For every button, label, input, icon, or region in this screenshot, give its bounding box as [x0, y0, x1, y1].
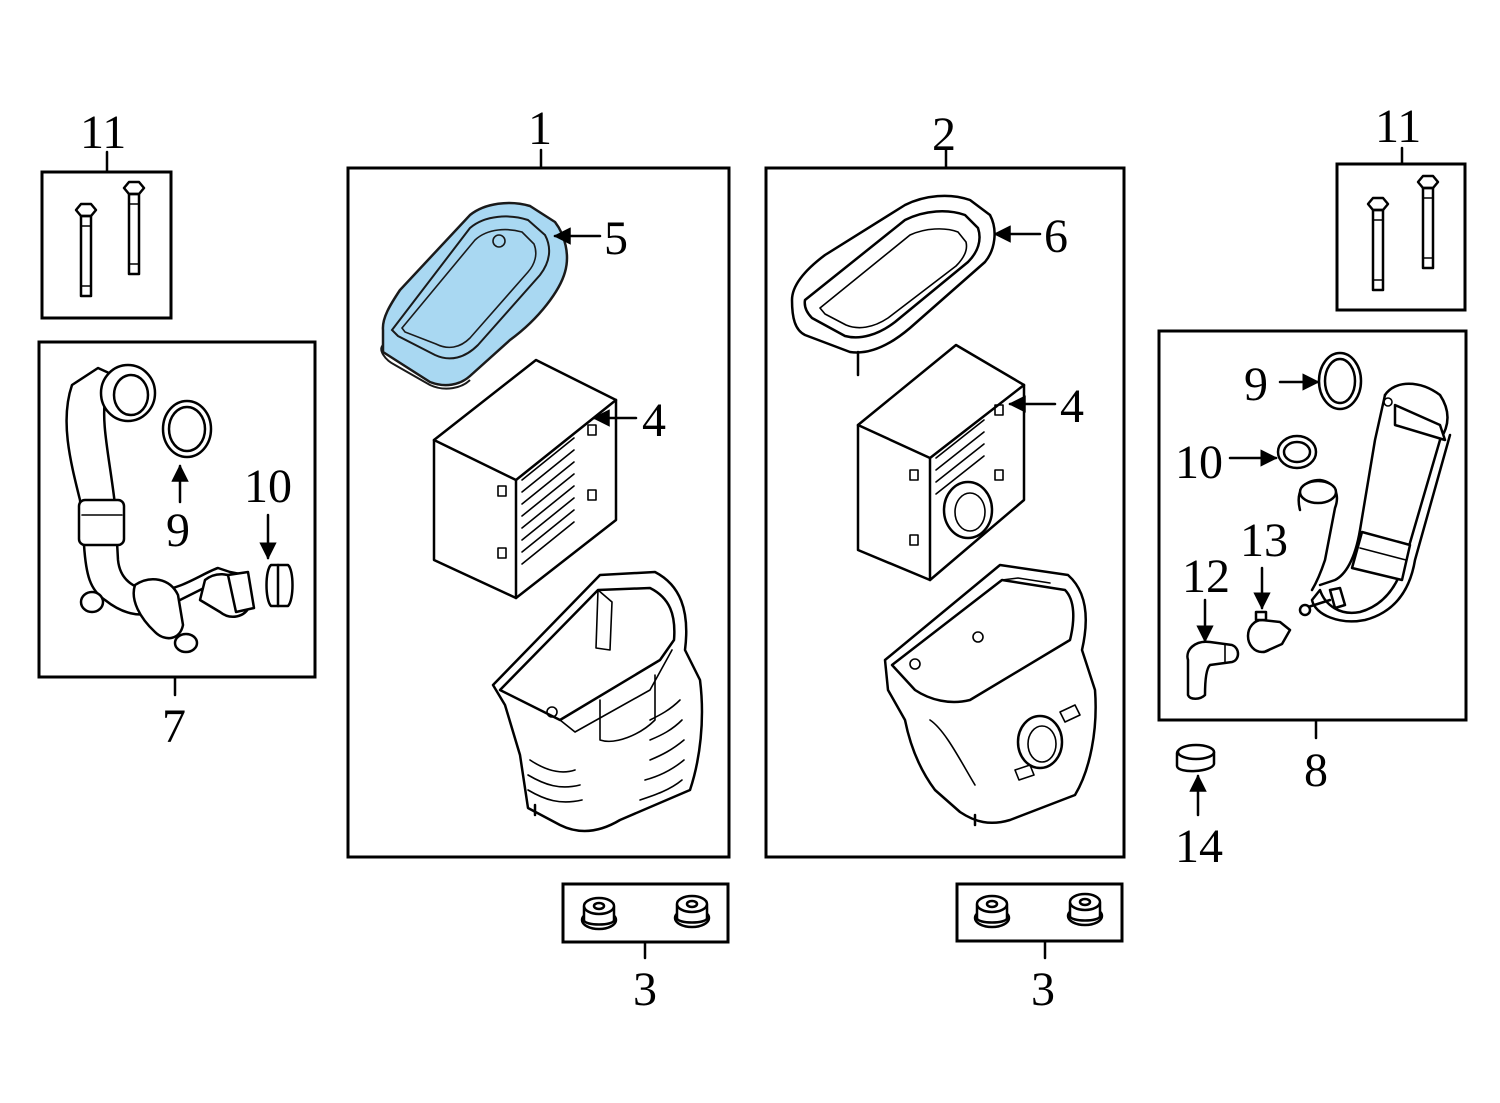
bolt-icon — [74, 202, 98, 298]
callout-4-left: 4 — [642, 394, 666, 447]
bolt-kit-right[interactable] — [1335, 146, 1467, 312]
air-cleaner-assembly-right[interactable] — [764, 148, 1126, 859]
callout-12: 12 — [1182, 550, 1230, 603]
clamp-icon — [265, 563, 294, 608]
intake-duct-kit-left[interactable] — [37, 340, 317, 697]
air-cleaner-housing-icon — [883, 563, 1097, 827]
grommet-kit-left[interactable] — [561, 882, 730, 960]
air-cleaner-cover-highlighted-icon — [380, 201, 569, 390]
callout-11-right: 11 — [1375, 100, 1421, 153]
air-cleaner-assembly-left[interactable] — [346, 148, 731, 859]
callout-3-right: 3 — [1031, 963, 1055, 1016]
air-filter-element-icon — [432, 358, 618, 600]
callout-5: 5 — [604, 212, 628, 265]
seal-ring-icon — [161, 399, 213, 459]
callout-10-left: 10 — [244, 460, 292, 513]
callout-2: 2 — [932, 108, 956, 161]
grommet-icon — [973, 894, 1011, 929]
intake-duct-icon — [1297, 382, 1452, 623]
grommet-icon — [673, 894, 711, 929]
intake-duct-icon — [65, 363, 256, 654]
air-filter-element-icon — [856, 343, 1026, 582]
bolt-kit-left[interactable] — [40, 150, 173, 320]
callout-13: 13 — [1240, 514, 1288, 567]
callout-3-left: 3 — [633, 963, 657, 1016]
callout-8: 8 — [1304, 744, 1328, 797]
callout-1: 1 — [528, 102, 552, 155]
bolt-icon — [1366, 196, 1390, 292]
grommet-icon — [580, 896, 618, 931]
grommet-kit-right[interactable] — [955, 882, 1124, 960]
bolt-icon — [122, 180, 146, 276]
intake-duct-kit-right[interactable] — [1157, 329, 1468, 740]
bolt-kit-left-frame — [40, 170, 173, 320]
callout-7: 7 — [162, 700, 186, 753]
seal-ring-icon — [1276, 434, 1318, 470]
grommet-icon — [1066, 892, 1104, 927]
check-valve-icon — [1246, 610, 1292, 654]
callout-11-left: 11 — [80, 106, 126, 159]
bolt-kit-right-frame — [1335, 162, 1467, 312]
callout-14: 14 — [1175, 820, 1223, 873]
air-cleaner-housing-icon — [491, 570, 704, 833]
callout-6: 6 — [1044, 210, 1068, 263]
callout-10-right: 10 — [1175, 436, 1223, 489]
bolt-icon — [1416, 174, 1440, 270]
cap-icon — [1175, 743, 1216, 773]
callout-9-right: 9 — [1244, 358, 1268, 411]
callout-4-right: 4 — [1060, 380, 1084, 433]
callout-9-left: 9 — [166, 504, 190, 557]
